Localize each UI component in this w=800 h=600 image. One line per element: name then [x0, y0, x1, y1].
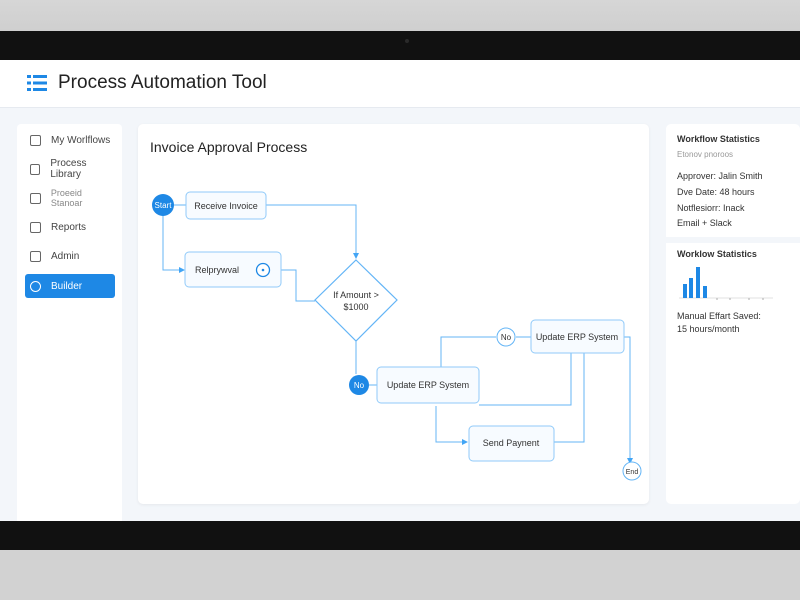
preapproval-node[interactable]: Relprywval — [184, 251, 282, 288]
app-screen: Process Automation Tool My Worlflows Pro… — [0, 60, 800, 521]
effort-saved-label: Manual Effart Saved: — [677, 311, 761, 321]
svg-text:$1000: $1000 — [343, 302, 368, 312]
receive-invoice-node[interactable]: Receive Invoice — [185, 191, 267, 220]
decision-node[interactable]: If Amount > $1000 — [314, 259, 398, 342]
update-erp-node-1[interactable]: Update ERP System — [376, 366, 480, 404]
window-icon — [30, 163, 41, 175]
svg-text:Start: Start — [155, 201, 173, 210]
sidebar-item-label: Proeeid Stanoar — [50, 188, 83, 208]
svg-text:Send Paynent: Send Paynent — [483, 438, 540, 448]
sidebar-item-process-standard[interactable]: Proeeid Stanoar — [25, 186, 115, 210]
report-icon — [30, 221, 41, 233]
sidebar-item-admin[interactable]: Admin — [25, 244, 115, 268]
admin-icon — [30, 250, 41, 262]
effort-saved-value: 15 hours/month — [677, 324, 740, 334]
flowchart: Start Receive Invoice Relprywval If Amou… — [152, 191, 642, 481]
sidebar-item-label: Builder — [51, 280, 83, 292]
channels-text: Email + Slack — [677, 218, 732, 228]
sidebar-item-builder[interactable]: Builder — [25, 274, 115, 298]
workflow-canvas: Invoice Approval Process — [138, 124, 649, 504]
end-node[interactable]: End — [622, 461, 642, 481]
send-payment-node[interactable]: Send Paynent — [468, 425, 555, 462]
workflow-title: Invoice Approval Process — [150, 139, 308, 155]
sidebar-item-my-workflows[interactable]: My Worlflows — [25, 128, 115, 152]
stats-title: Workflow Statistics — [677, 134, 760, 144]
stats-subtitle: Etonov pnoroos — [677, 150, 734, 159]
divider — [666, 237, 800, 243]
webcam — [405, 39, 409, 43]
sidebar-item-label: Process Library — [50, 158, 87, 180]
sidebar-item-reports[interactable]: Reports — [25, 215, 115, 239]
app-header: Process Automation Tool — [0, 60, 800, 108]
app-title: Process Automation Tool — [58, 72, 267, 93]
stats-bar-chart — [679, 267, 773, 300]
svg-text:Receive Invoice: Receive Invoice — [194, 201, 258, 211]
background — [0, 0, 800, 31]
svg-text:Update ERP System: Update ERP System — [536, 332, 618, 342]
svg-text:Update ERP System: Update ERP System — [387, 380, 469, 390]
no-branch-badge[interactable]: No — [349, 375, 369, 395]
svg-text:Relprywval: Relprywval — [195, 265, 239, 275]
svg-text:No: No — [501, 333, 512, 342]
home-icon — [30, 134, 41, 146]
svg-text:End: End — [626, 469, 639, 476]
document-icon — [30, 192, 41, 204]
sidebar-item-label: Admin — [51, 250, 80, 262]
sidebar-item-process-library[interactable]: Process Library — [25, 157, 115, 181]
svg-text:If Amount >: If Amount > — [333, 290, 379, 300]
due-date-text: Dve Date: 48 hours — [677, 187, 755, 197]
builder-icon — [30, 280, 41, 292]
no-branch-badge-outline[interactable]: No — [496, 327, 516, 347]
sidebar: My Worlflows Process Library Proeeid Sta… — [17, 124, 122, 521]
start-node[interactable]: Start — [152, 194, 174, 216]
sidebar-item-label: Reports — [51, 221, 87, 233]
svg-text:No: No — [354, 381, 365, 390]
workflow-stats-panel: Workflow Statistics Etonov pnoroos Appro… — [666, 124, 800, 504]
list-icon[interactable] — [27, 74, 47, 92]
update-erp-node-2[interactable]: Update ERP System — [530, 319, 625, 354]
notification-text: Notflesiorr: Inack — [677, 203, 745, 213]
sidebar-item-label: My Worlflows — [51, 134, 111, 146]
approver-text: Approver: Jalin Smith — [677, 171, 763, 181]
chart-title: Worklow Statistics — [677, 249, 757, 259]
